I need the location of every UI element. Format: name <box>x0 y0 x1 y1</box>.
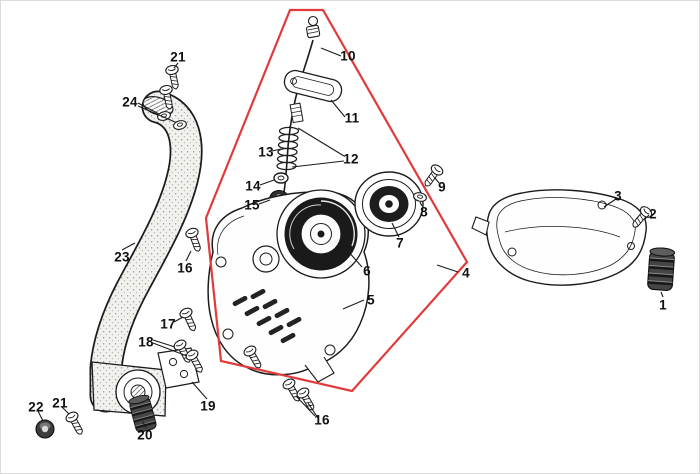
leader-line-18 <box>152 339 176 348</box>
screw-21-bottom-drawing <box>63 409 88 438</box>
leader-line-13 <box>271 148 282 152</box>
side-cover-drawing <box>471 189 647 286</box>
leader-line-9 <box>434 177 440 184</box>
leader-line-24 <box>137 105 176 123</box>
cap-washer-drawing <box>35 419 55 439</box>
rope-grip-drawing <box>283 69 343 103</box>
leader-line-1 <box>660 291 664 298</box>
leader-line-23 <box>121 242 136 251</box>
leader-line-11 <box>330 99 346 118</box>
leader-line-21 <box>173 62 179 69</box>
spring-drawing <box>276 126 300 171</box>
leader-line-16 <box>307 402 319 419</box>
leader-line-12 <box>297 127 345 157</box>
leader-line-20 <box>142 421 147 429</box>
leader-line-17 <box>173 316 184 323</box>
leader-line-8 <box>419 201 423 207</box>
leader-line-16 <box>295 395 316 417</box>
leader-line-19 <box>191 381 208 400</box>
rope-guide-drawing <box>289 102 304 124</box>
leader-line-18 <box>152 342 188 357</box>
starter-housing-drawing <box>207 189 370 383</box>
leader-line-24 <box>137 102 160 115</box>
leader-line-16 <box>185 250 192 262</box>
leader-line-21 <box>61 406 70 415</box>
rope-ring-drawing <box>273 172 289 184</box>
leader-line-2 <box>644 214 650 220</box>
leader-line-6 <box>346 249 363 268</box>
rubber-buffer-1-drawing <box>646 245 677 293</box>
leader-lines <box>37 47 664 429</box>
leader-line-22 <box>37 410 44 422</box>
leader-line-7 <box>391 222 400 238</box>
handle-frame-drawing <box>89 90 203 417</box>
highlight-outline <box>204 8 469 393</box>
leader-line-10 <box>320 47 342 57</box>
leader-line-5 <box>342 299 365 310</box>
vent-louvers <box>232 288 302 344</box>
leader-line-15 <box>258 199 271 205</box>
leader-line-4 <box>436 264 459 273</box>
leader-line-14 <box>259 179 275 186</box>
leader-line-3 <box>603 198 617 208</box>
rope-pulley-drawing <box>354 171 424 237</box>
leader-line-12 <box>291 160 345 168</box>
